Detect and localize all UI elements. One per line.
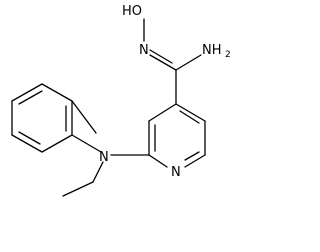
structure-canvas: HO N NH 2 N N [11, 4, 231, 197]
bond-pyridine-6 [148, 154, 168, 168]
bond-pyridine-2 [148, 103, 177, 122]
hydroxyl-label: HO [122, 4, 142, 19]
amine-label: NH [202, 43, 222, 58]
bond-methyl [71, 134, 102, 153]
bond-pyridine-inner-3 [184, 151, 200, 161]
chemical-structure: HO N NH 2 N N [11, 4, 231, 197]
pyridine-ring [148, 103, 206, 168]
bond-pyridine-5 [184, 154, 206, 168]
bond-pyridine-3 [175, 103, 206, 122]
bond-amidine-n-2 [149, 49, 173, 64]
amine-n-label: N [99, 150, 109, 165]
bond-ethyl-2 [62, 181, 94, 197]
bond-benzene-2 [41, 83, 73, 102]
bond-benzene-5 [11, 134, 43, 153]
bond-amidine-nh2 [175, 54, 202, 71]
bond-tolyl-amine [71, 100, 97, 134]
bond-ethyl-1 [92, 161, 104, 183]
bond-benzene-4 [41, 134, 73, 153]
bond-benzene-inner-3 [18, 131, 41, 145]
bond-benzene-1 [11, 83, 43, 102]
oxime-n-label: N [139, 43, 149, 58]
bond-benzene-inner-1 [18, 90, 43, 105]
bond-amidine-n-1 [149, 54, 177, 71]
pyridine-n-label: N [171, 165, 181, 180]
amine-subscript: 2 [225, 50, 231, 60]
bond-pyridine-inner-2 [179, 110, 200, 124]
benzene-ring [11, 83, 73, 153]
